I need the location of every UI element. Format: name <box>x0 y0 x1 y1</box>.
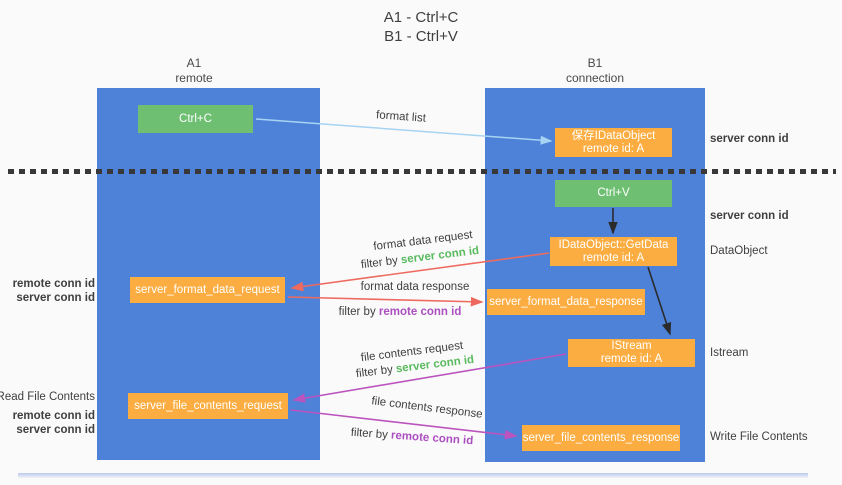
node-server-format-data-response: server_format_data_response <box>487 289 645 315</box>
ctrl-c-label: Ctrl+C <box>179 112 212 125</box>
column-a1-subtitle: remote <box>175 71 213 85</box>
format-response-label: server_format_data_response <box>489 295 643 308</box>
filter-by-text: filter by <box>350 426 389 442</box>
title-line-2: B1 - Ctrl+V <box>384 28 458 45</box>
remote-conn-id-text: remote conn id <box>378 306 462 318</box>
istream-line1: IStream <box>611 340 652 352</box>
node-ctrl-c: Ctrl+C <box>138 105 253 133</box>
getdata-to-istream-arrow <box>647 266 672 336</box>
file-contents-request-arrow <box>292 353 567 403</box>
server-conn-id-annotation-left-2: server conn id <box>16 424 95 436</box>
node-server-file-contents-response: server_file_contents_response <box>522 425 680 451</box>
column-header-b1: B1 connection <box>485 56 705 86</box>
remote-conn-id-annotation-2: remote conn id <box>12 410 95 422</box>
filter-by-text: filter by <box>338 306 376 318</box>
write-file-contents-annotation: Write File Contents <box>710 431 808 443</box>
format-list-arrow <box>255 118 553 145</box>
node-server-file-contents-request: server_file_contents_request <box>128 393 288 419</box>
format-data-response-arrow <box>287 296 484 307</box>
dotted-divider <box>8 169 836 174</box>
bottom-edge-strip <box>18 473 808 478</box>
format-data-response-label: format data response <box>360 281 470 293</box>
save-idataobject-line1: 保存IDataObject <box>571 129 656 142</box>
filter-by-remote-conn-id-label-1: filter by remote conn id <box>339 306 462 318</box>
save-idataobject-line2: remote id: A <box>582 142 645 155</box>
node-istream: IStream remote id: A <box>568 339 695 367</box>
read-file-contents-annotation: Read File Contents <box>0 391 95 403</box>
diagram-title: A1 - Ctrl+C B1 - Ctrl+V <box>0 8 842 46</box>
server-conn-id-annotation-left-1: server conn id <box>16 292 95 304</box>
server-conn-id-annotation-mid: server conn id <box>710 210 789 222</box>
istream-annotation: Istream <box>710 347 749 359</box>
column-b1-subtitle: connection <box>565 71 625 85</box>
file-request-label: server_file_contents_request <box>134 399 282 412</box>
getdata-line2: remote id: A <box>582 251 645 264</box>
istream-line2: remote id: A <box>600 353 663 365</box>
file-response-label: server_file_contents_response <box>522 431 680 444</box>
node-server-format-data-request: server_format_data_request <box>130 277 285 303</box>
column-header-a1: A1 remote <box>84 56 304 86</box>
column-a1-name: A1 <box>186 56 202 70</box>
dataobject-annotation: DataObject <box>710 245 768 257</box>
format-request-label: server_format_data_request <box>135 283 280 296</box>
title-line-1: A1 - Ctrl+C <box>383 9 459 26</box>
server-conn-id-annotation-top: server conn id <box>710 133 789 145</box>
node-idataobject-getdata: IDataObject::GetData remote id: A <box>550 237 677 266</box>
node-ctrl-v: Ctrl+V <box>555 180 672 207</box>
file-contents-response-arrow <box>290 409 518 440</box>
node-save-idataobject: 保存IDataObject remote id: A <box>555 128 672 157</box>
remote-conn-id-annotation-1: remote conn id <box>12 278 95 290</box>
getdata-line1: IDataObject::GetData <box>558 238 669 251</box>
format-data-request-arrow <box>290 252 550 292</box>
column-b1-name: B1 <box>587 56 603 70</box>
ctrl-v-label: Ctrl+V <box>597 187 630 199</box>
